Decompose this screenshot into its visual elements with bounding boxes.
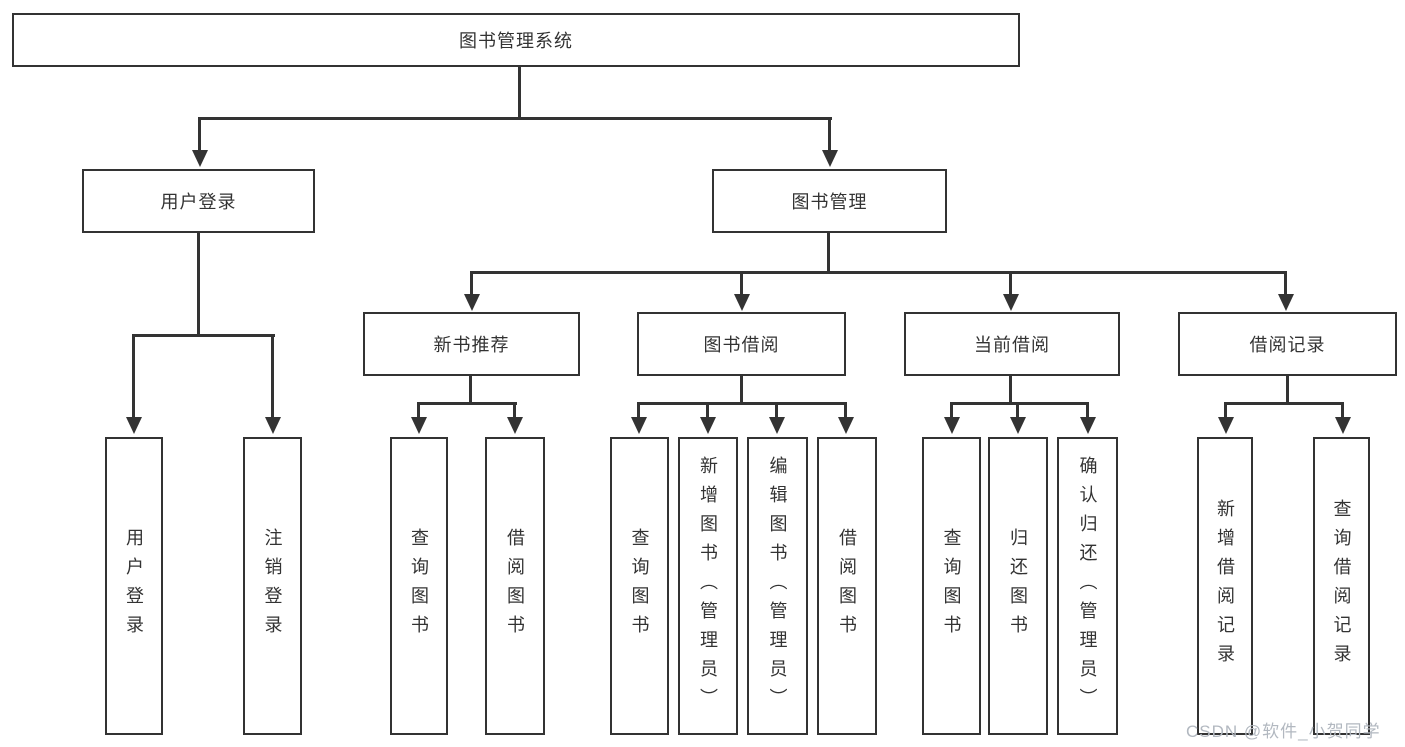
leaf-label: 确认归还（管理员） [1077,455,1098,717]
connector-line [1086,402,1089,418]
connector-line [1284,271,1287,296]
arrow-down-icon [1335,417,1351,434]
arrow-down-icon [1080,417,1096,434]
connector-line [198,117,832,120]
connector-line [132,334,275,337]
leaf-user-login: 用户登录 [105,437,163,735]
leaf-label: 新增借阅记录 [1215,499,1235,673]
node-label: 图书管理 [791,192,868,212]
arrow-down-icon [1278,294,1294,311]
leaf-add-borrow-record: 新增借阅记录 [1197,437,1253,735]
arrow-down-icon [734,294,750,311]
leaf-label: 归还图书 [1008,528,1028,644]
connector-line [469,376,472,405]
leaf-query-books: 查询图书 [390,437,448,735]
connector-line [1224,402,1227,418]
connector-line [950,402,953,418]
arrow-down-icon [1218,417,1234,434]
leaf-label: 用户登录 [124,528,144,644]
node-label: 图书管理系统 [459,31,573,51]
connector-line [637,402,640,418]
arrow-down-icon [265,417,281,434]
arrow-down-icon [126,417,142,434]
node-current-borrowing: 当前借阅 [904,312,1120,376]
leaf-borrow-books: 借阅图书 [817,437,877,735]
node-label: 借阅记录 [1249,335,1326,355]
connector-line [518,66,521,119]
connector-line [417,402,420,418]
node-user-login: 用户登录 [82,169,315,233]
connector-line [828,117,831,152]
arrow-down-icon [1010,417,1026,434]
node-book-borrowing: 图书借阅 [637,312,846,376]
node-library-management-system: 图书管理系统 [12,13,1020,67]
connector-line [470,271,1287,274]
leaf-query-books: 查询图书 [922,437,981,735]
arrow-down-icon [192,150,208,167]
leaf-label: 编辑图书（管理员） [767,455,788,717]
arrow-down-icon [1003,294,1019,311]
connector-line [470,271,473,296]
arrow-down-icon [769,417,785,434]
connector-line [1224,402,1344,405]
leaf-label: 查询图书 [941,528,962,644]
connector-line [706,402,709,418]
connector-line [513,402,516,418]
leaf-label: 查询借阅记录 [1331,499,1352,673]
leaf-borrow-books: 借阅图书 [485,437,545,735]
node-borrowing-records: 借阅记录 [1178,312,1397,376]
leaf-query-books: 查询图书 [610,437,669,735]
node-label: 新书推荐 [433,335,510,355]
csdn-watermark: CSDN @软件_小贺同学 [1186,722,1381,741]
arrow-down-icon [631,417,647,434]
connector-line [197,233,200,336]
arrow-down-icon [822,150,838,167]
leaf-add-book-admin: 新增图书（管理员） [678,437,738,735]
connector-line [775,402,778,418]
connector-line [1341,402,1344,418]
connector-line [740,376,743,405]
arrow-down-icon [507,417,523,434]
arrow-down-icon [838,417,854,434]
node-label: 当前借阅 [974,335,1050,355]
node-book-management: 图书管理 [712,169,947,233]
connector-line [844,402,847,418]
arrow-down-icon [944,417,960,434]
arrow-down-icon [411,417,427,434]
connector-line [271,334,274,419]
leaf-confirm-return-admin: 确认归还（管理员） [1057,437,1118,735]
leaf-label: 注销登录 [262,528,283,644]
connector-line [740,271,743,296]
connector-line [1009,376,1012,405]
leaf-label: 借阅图书 [505,528,525,644]
connector-line [1016,402,1019,418]
leaf-label: 新增图书（管理员） [698,455,718,717]
leaf-label: 借阅图书 [837,528,857,644]
node-label: 图书借阅 [703,335,780,355]
connector-line [1009,271,1012,296]
leaf-edit-book-admin: 编辑图书（管理员） [747,437,808,735]
connector-line [417,402,517,405]
node-new-book-recommend: 新书推荐 [363,312,580,376]
connector-line [827,233,830,274]
connector-line [1286,376,1289,405]
leaf-label: 查询图书 [409,528,429,644]
leaf-return-books: 归还图书 [988,437,1048,735]
node-label: 用户登录 [160,192,237,212]
leaf-logout: 注销登录 [243,437,302,735]
leaf-label: 查询图书 [629,528,650,644]
arrow-down-icon [700,417,716,434]
connector-line [132,334,135,419]
connector-line [637,402,847,405]
arrow-down-icon [464,294,480,311]
connector-line [198,117,201,152]
leaf-query-borrow-record: 查询借阅记录 [1313,437,1370,735]
connector-line [950,402,1089,405]
